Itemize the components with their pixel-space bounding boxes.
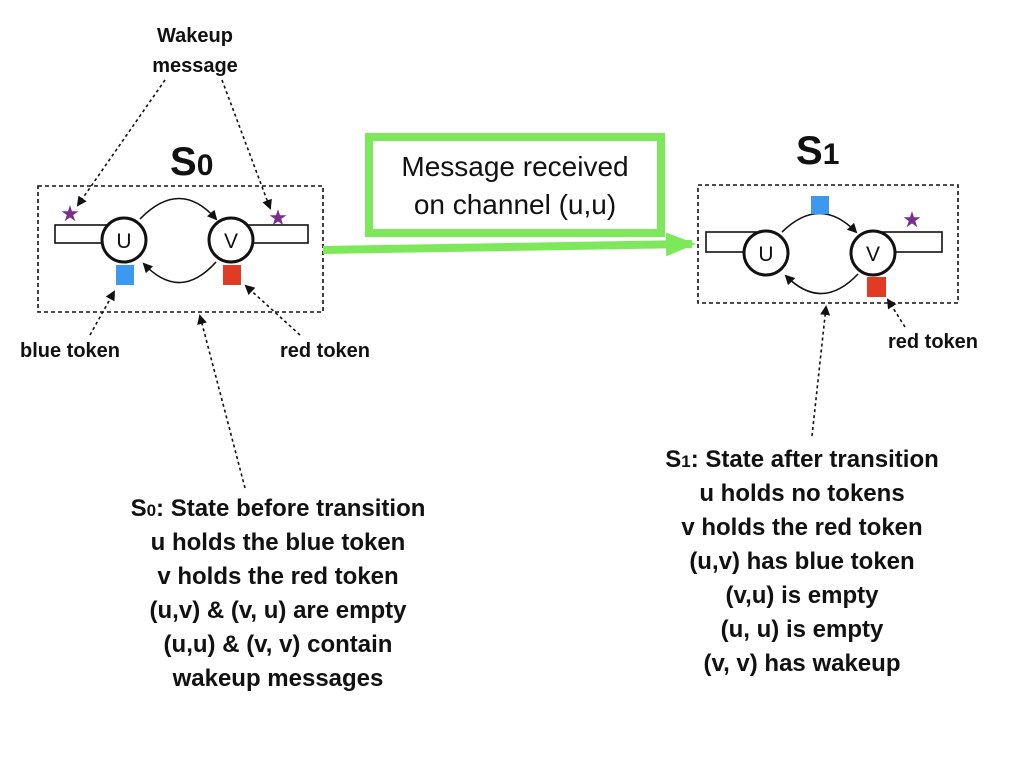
right-red-token-pointer — [886, 298, 906, 328]
right-state: S1 U V ★ red token S1: State after trans… — [665, 129, 978, 677]
transition-arrow — [322, 232, 696, 257]
right-red-token-label: red token — [888, 331, 978, 353]
right-desc-line2: u holds no tokens — [699, 480, 904, 507]
right-title-letter: S — [796, 129, 823, 173]
blue-token-pointer — [89, 290, 115, 336]
right-node-v — [849, 229, 897, 277]
right-blue-token — [811, 196, 829, 214]
left-state-box — [37, 185, 324, 313]
node-v — [207, 216, 255, 264]
left-description: S0: State before transition u holds the … — [131, 495, 426, 692]
right-desc-line3: v holds the red token — [681, 514, 922, 541]
left-desc-line6: wakeup messages — [172, 665, 384, 692]
right-desc-line4: (u,v) has blue token — [689, 548, 914, 575]
wakeup-pointer-right — [221, 79, 272, 210]
channel-vu — [142, 261, 217, 284]
left-state: S0 Wakeup message U V ★ ★ blue token red… — [20, 25, 425, 692]
left-title-sub: 0 — [197, 149, 214, 182]
right-channel-vu — [784, 273, 859, 295]
right-node-v-label: V — [866, 243, 880, 266]
red-token — [223, 265, 241, 285]
node-v-label: V — [224, 230, 238, 253]
right-wakeup-star: ★ — [902, 207, 922, 232]
right-state-box — [697, 184, 959, 304]
wakeup-pointer-left — [76, 79, 166, 207]
left-title-letter: S — [170, 140, 197, 184]
wakeup-label-line2: message — [152, 55, 238, 77]
wakeup-star-vv: ★ — [268, 205, 288, 230]
left-desc-line3: v holds the red token — [157, 563, 398, 590]
right-channel-uv — [781, 212, 858, 234]
right-node-u — [742, 229, 790, 277]
right-desc-line6: (u, u) is empty — [721, 616, 884, 643]
transition: Message received on channel (u,u) — [322, 133, 696, 257]
blue-token-label: blue token — [20, 340, 120, 362]
right-desc-line7: (v, v) has wakeup — [704, 650, 901, 677]
node-u — [100, 216, 148, 264]
transition-label-box — [365, 133, 665, 237]
right-node-u-label: U — [758, 243, 773, 266]
left-state-title: S0 — [170, 140, 213, 184]
right-desc-line5: (v,u) is empty — [726, 582, 880, 609]
red-token-label: red token — [280, 340, 370, 362]
left-desc-line2: u holds the blue token — [151, 529, 406, 556]
wakeup-star-uu: ★ — [60, 201, 80, 226]
right-desc-line1: S1: State after transition — [665, 446, 939, 473]
node-u-label: U — [116, 230, 131, 253]
right-state-title: S1 — [796, 129, 839, 173]
blue-token — [116, 265, 134, 285]
left-desc-line1: S0: State before transition — [131, 495, 426, 522]
right-title-sub: 1 — [823, 138, 840, 171]
red-token-pointer — [244, 284, 301, 336]
wakeup-label-line1: Wakeup — [157, 25, 233, 47]
right-description-pointer — [811, 305, 831, 437]
transition-label-line1: Message received — [401, 151, 628, 182]
left-description-pointer — [197, 314, 246, 489]
transition-label-line2: on channel (u,u) — [414, 189, 616, 220]
left-desc-line5: (u,u) & (v, v) contain — [164, 631, 393, 658]
right-description: S1: State after transition u holds no to… — [665, 446, 939, 677]
left-desc-line4: (u,v) & (v, u) are empty — [150, 597, 408, 624]
channel-uv — [139, 197, 218, 221]
right-red-token — [867, 277, 886, 297]
